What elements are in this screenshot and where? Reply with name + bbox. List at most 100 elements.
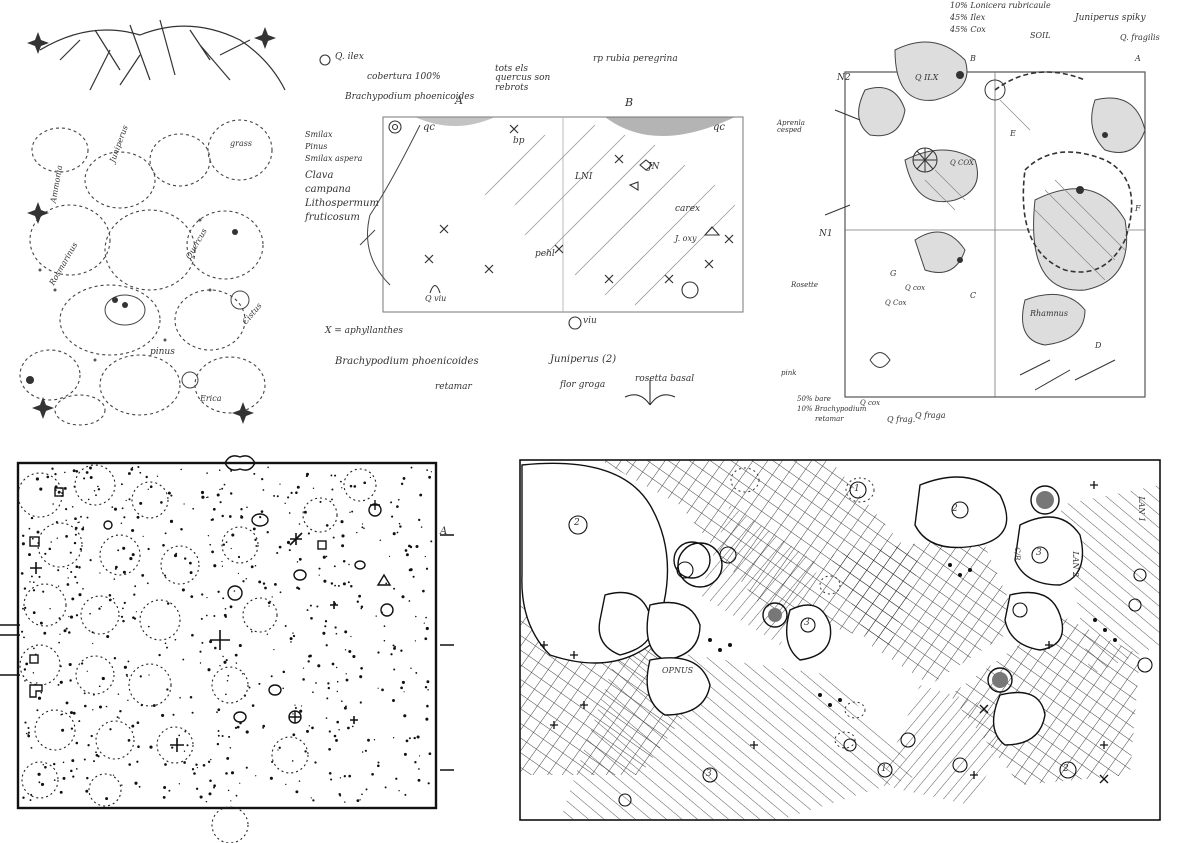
sketch-2-label: fruticosum — [305, 212, 360, 223]
stipple-dot — [223, 660, 227, 664]
stipple-dot — [230, 547, 232, 550]
stipple-dot — [245, 577, 248, 580]
sketch-3-note: retamar — [815, 415, 844, 423]
stipple-dot — [214, 646, 217, 650]
sketch-1-canvas — [19, 19, 286, 426]
stipple-dot — [49, 607, 51, 610]
stipple-dot — [191, 768, 195, 771]
stipple-dot — [99, 572, 101, 574]
stipple-dot — [353, 485, 357, 488]
stipple-dot — [134, 585, 137, 588]
stipple-dot — [303, 510, 307, 514]
stipple-dot — [412, 575, 415, 578]
stipple-dot — [231, 533, 235, 537]
stipple-dot — [169, 519, 174, 523]
stipple-dot — [120, 522, 123, 524]
stipple-dot — [180, 527, 183, 531]
stipple-dot — [335, 632, 338, 635]
stipple-dot — [348, 650, 352, 653]
stipple-dot — [142, 535, 144, 538]
stipple-dot — [255, 545, 258, 547]
stipple-dot — [330, 778, 333, 781]
stipple-dot — [35, 477, 39, 481]
sketch-2-column-b: B — [625, 96, 634, 109]
stipple-dot — [199, 650, 202, 653]
stipple-dot — [51, 467, 54, 470]
stipple-dot — [192, 507, 195, 510]
stipple-dot — [206, 496, 208, 499]
stipple-dot — [342, 560, 346, 563]
stipple-dot — [242, 580, 245, 583]
stipple-dot — [299, 709, 303, 713]
stipple-dot — [206, 596, 208, 599]
stipple-dot — [134, 781, 138, 785]
stipple-dot — [59, 633, 61, 635]
stipple-dot — [76, 581, 79, 584]
stipple-dot — [360, 666, 363, 670]
stipple-dot — [46, 475, 50, 479]
stipple-dot — [408, 737, 411, 740]
stipple-dot — [330, 582, 334, 585]
stipple-dot — [284, 502, 286, 505]
stipple-dot — [331, 488, 334, 491]
sketch-3-label: N2 — [837, 73, 851, 83]
stipple-dot — [162, 795, 166, 799]
stipple-dot — [430, 471, 433, 473]
stipple-dot — [216, 711, 218, 713]
stipple-dot — [306, 729, 309, 733]
stipple-dot — [62, 776, 66, 780]
stipple-dot — [136, 760, 139, 763]
stipple-dot — [221, 514, 224, 518]
stipple-dot — [209, 779, 212, 782]
stipple-dot — [422, 589, 425, 593]
stipple-dot — [73, 541, 77, 545]
stipple-dot — [53, 779, 56, 781]
stipple-dot — [305, 475, 308, 478]
stipple-dot — [416, 735, 420, 739]
stipple-dot — [298, 557, 302, 561]
sketch-3-region: Rhamnus — [1030, 309, 1068, 318]
stipple-dot — [30, 746, 33, 749]
stipple-dot — [98, 607, 101, 610]
stipple-dot — [365, 788, 368, 791]
stipple-dot — [54, 472, 57, 476]
sketch-3-canvas — [824, 41, 1146, 398]
stipple-dot — [269, 776, 273, 780]
sketch-3-note: Q cox — [860, 399, 881, 407]
stipple-dot — [82, 587, 84, 590]
stipple-dot — [160, 501, 163, 504]
stipple-dot — [262, 724, 266, 728]
stipple-dot — [316, 605, 319, 608]
stipple-dot — [239, 782, 241, 784]
stipple-dot — [266, 531, 269, 534]
stipple-dot — [127, 699, 129, 702]
stipple-dot — [125, 673, 128, 676]
sketch-3-label: 45% Cox — [950, 25, 986, 34]
stipple-dot — [392, 644, 395, 647]
sketch-5-mark: 2 — [574, 518, 580, 528]
stipple-dot — [428, 752, 432, 756]
stipple-dot — [227, 674, 230, 677]
stipple-dot — [101, 676, 105, 681]
stipple-dot — [424, 555, 426, 558]
stipple-dot — [23, 668, 27, 671]
stipple-dot — [183, 750, 186, 752]
stipple-dot — [75, 768, 78, 770]
sketch-2-label: Lithospermum — [305, 198, 379, 209]
stipple-dot — [341, 534, 345, 538]
sketch-5-region: LAN 2 — [1071, 551, 1081, 578]
stipple-dot — [217, 730, 220, 732]
stipple-dot — [410, 466, 413, 469]
stipple-dot — [356, 531, 358, 534]
sketch-5-region: C/B — [1013, 547, 1022, 561]
stipple-dot — [279, 483, 281, 485]
stipple-dot — [312, 487, 315, 490]
stipple-dot — [106, 634, 110, 639]
stipple-dot — [325, 717, 328, 719]
stipple-dot — [123, 601, 126, 605]
stipple-dot — [207, 760, 211, 763]
stipple-dot — [164, 642, 167, 645]
stipple-dot — [130, 468, 134, 471]
stipple-dot — [344, 630, 348, 634]
stipple-dot — [367, 738, 370, 742]
